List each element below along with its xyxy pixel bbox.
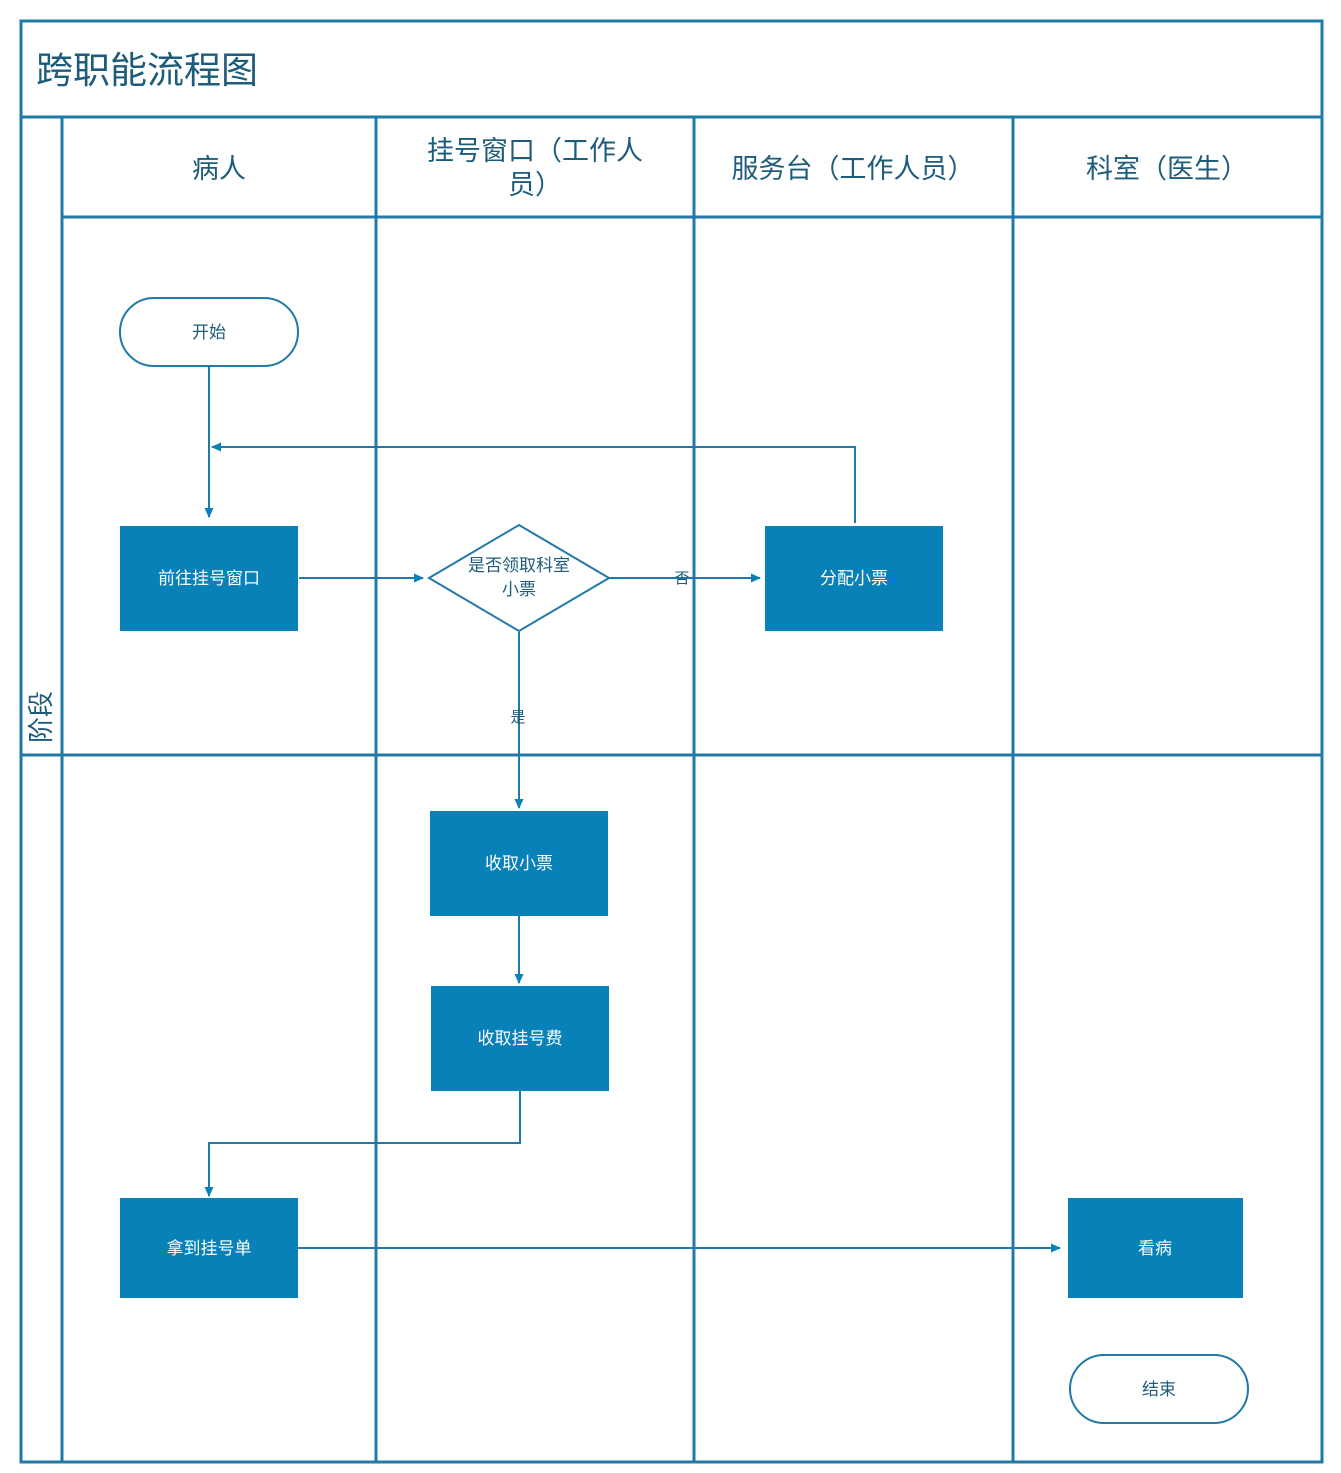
lane-header-department: 科室（医生）: [1086, 154, 1248, 184]
edge-label-yes: 是: [510, 709, 525, 726]
node-collect-slip[interactable]: 收取小票: [430, 811, 608, 916]
node-start-shape[interactable]: [119, 297, 299, 367]
node-decision-shape[interactable]: [427, 523, 611, 633]
node-end-label: 结束: [1142, 1380, 1176, 1399]
lane-header-service-desk: 服务台（工作人员）: [732, 154, 975, 184]
node-start[interactable]: 开始: [119, 297, 299, 367]
node-collect-slip-shape[interactable]: [430, 811, 608, 916]
node-go-window[interactable]: 前往挂号窗口: [120, 526, 298, 631]
node-assign-ticket-label: 分配小票: [820, 569, 888, 588]
swimlane-frame: [19, 19, 1324, 1464]
node-decision-label-line1: 是否领取科室: [468, 556, 570, 575]
node-see-doctor-label: 看病: [1138, 1239, 1172, 1258]
edge-collect-fee-to-get-form: [204, 1091, 521, 1197]
node-decision-need-department-ticket[interactable]: 是否领取科室 小票: [427, 523, 611, 633]
svg-text:员）: 员）: [508, 170, 562, 200]
edge-label-no: 否: [674, 570, 689, 587]
edge-assign-loopback-to-go-window: [211, 442, 856, 523]
node-see-doctor-shape[interactable]: [1068, 1198, 1243, 1298]
node-assign-ticket[interactable]: 分配小票: [765, 526, 943, 631]
node-collect-slip-label: 收取小票: [485, 854, 553, 873]
node-collect-fee-label: 收取挂号费: [478, 1029, 563, 1048]
node-end-shape[interactable]: [1069, 1354, 1249, 1424]
node-go-window-label: 前往挂号窗口: [158, 569, 260, 588]
node-collect-fee-shape[interactable]: [431, 986, 609, 1091]
phase-label: 阶段: [26, 691, 56, 743]
svg-text:挂号窗口（工作人: 挂号窗口（工作人: [427, 136, 643, 166]
node-get-registration-form-shape[interactable]: [120, 1198, 298, 1298]
node-collect-fee[interactable]: 收取挂号费: [431, 986, 609, 1091]
lane-header-registration-window: 挂号窗口（工作人 员）: [427, 136, 643, 200]
node-see-doctor[interactable]: 看病: [1068, 1198, 1243, 1298]
node-start-label: 开始: [192, 323, 226, 342]
diagram-title: 跨职能流程图: [36, 50, 258, 91]
node-get-registration-form-label: 拿到挂号单: [167, 1238, 252, 1258]
node-go-window-shape[interactable]: [120, 526, 298, 631]
node-get-registration-form[interactable]: 拿到挂号单: [120, 1198, 298, 1298]
node-assign-ticket-shape[interactable]: [765, 526, 943, 631]
node-end[interactable]: 结束: [1069, 1354, 1249, 1424]
connectors: [204, 366, 1061, 1253]
lane-header-patient: 病人: [192, 154, 246, 184]
node-decision-label-line2: 小票: [502, 580, 536, 599]
